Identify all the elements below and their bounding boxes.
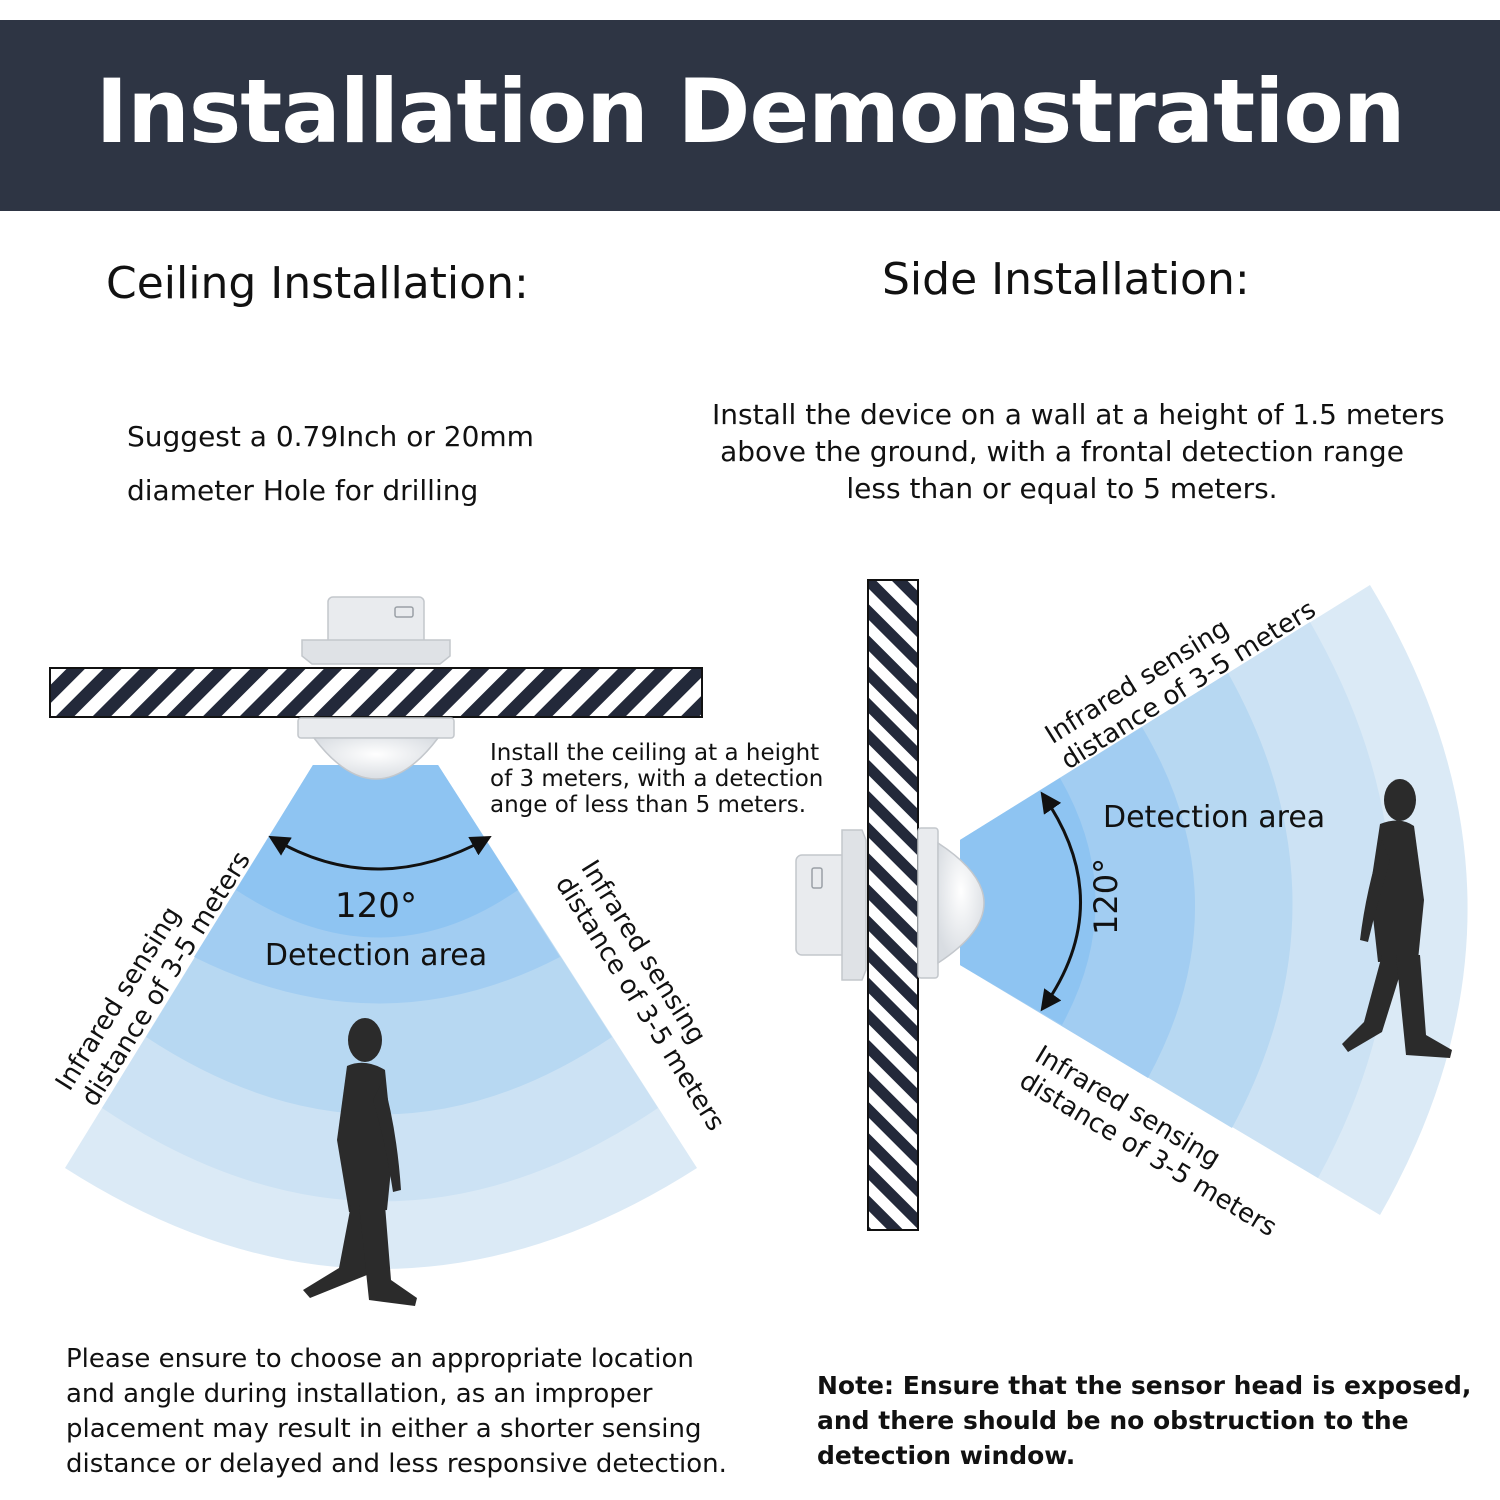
side-detection-cone [960,585,1468,1215]
ceiling-heading: Ceiling Installation: [106,258,529,309]
person-silhouette-left [303,1018,417,1306]
side-angle-label: 120° [1087,857,1125,935]
sensor-flange [297,717,455,739]
side-sensor-flange [917,827,939,979]
person-silhouette-right [1342,779,1452,1058]
page-title: Installation Demonstration [95,60,1406,163]
sensor-dome [312,737,440,780]
side-sensor-switch-icon [811,867,823,889]
side-sensor-nut [841,829,867,981]
side-description-line: less than or equal to 5 meters. [846,472,1278,505]
ceiling-sensor [297,596,455,780]
ceiling-angle-arrow [268,835,492,871]
advice-line: placement may result in either a shorter… [66,1414,702,1444]
advice-line: and angle during installation, as an imp… [66,1379,653,1409]
side-heading: Side Installation: [882,254,1250,305]
advice-line: Please ensure to choose an appropriate l… [66,1344,694,1374]
drill-note-line: diameter Hole for drilling [127,474,479,507]
ceiling-detection-cone [65,765,697,1269]
note-line: Note: Ensure that the sensor head is exp… [817,1371,1472,1400]
height-note-line: Install the ceiling at a height [490,740,820,766]
side-description: Install the device on a wall at a height… [712,396,1445,507]
height-note-line: ange of less than 5 meters. [490,792,807,818]
ceiling-angle-label: 120° [335,886,417,926]
ceiling-advice: Please ensure to choose an appropriate l… [66,1342,727,1482]
ceiling-height-note: Install the ceiling at a height of 3 met… [490,740,823,818]
ceiling-drill-note: Suggest a 0.79Inch or 20mm diameter Hole… [127,410,534,518]
advice-line: distance or delayed and less responsive … [66,1449,727,1479]
sensor-switch-icon [394,606,414,618]
side-sensor-dome [937,841,985,965]
title-banner: Installation Demonstration [0,20,1500,211]
side-angle-arrow [1040,791,1082,1012]
note-line: and there should be no obstruction to th… [817,1406,1409,1435]
side-description-line: above the ground, with a frontal detecti… [720,435,1404,468]
side-area-label: Detection area [1103,800,1326,835]
side-sensor [795,827,985,981]
note-line: detection window. [817,1441,1076,1470]
ceiling-area-label: Detection area [264,938,488,973]
sensor-nut [301,639,451,665]
side-wall [867,579,919,1231]
side-zone-inner [960,778,1096,1025]
ceiling-slab [49,667,703,718]
height-note-line: of 3 meters, with a detection [490,766,824,792]
side-note: Note: Ensure that the sensor head is exp… [817,1368,1471,1473]
side-description-line: Install the device on a wall at a height… [712,398,1445,431]
drill-note-line: Suggest a 0.79Inch or 20mm [127,420,534,453]
